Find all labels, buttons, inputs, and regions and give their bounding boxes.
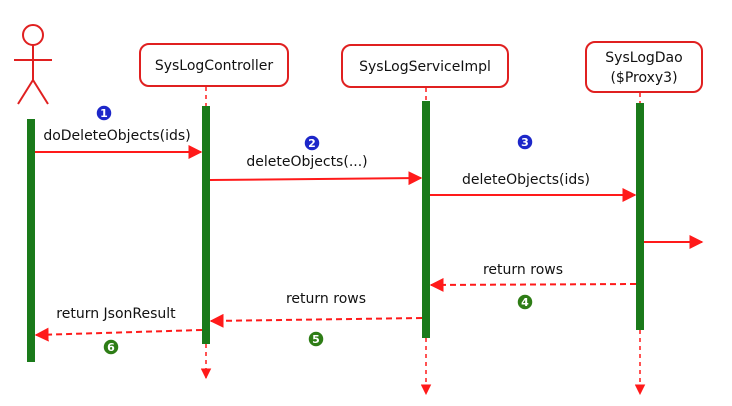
message-label-m4: return rows — [483, 262, 563, 278]
stick-figure-icon — [14, 24, 52, 105]
message-arrows — [34, 145, 704, 342]
step-badge-5-number: 5 — [312, 333, 320, 346]
activation-actor — [27, 119, 35, 362]
lifelines — [200, 87, 646, 396]
participant-controller: SysLogController — [139, 43, 289, 87]
activation-bars — [27, 101, 644, 362]
step-badge-5: 5 — [307, 330, 325, 348]
activation-dao — [636, 103, 644, 330]
step-badge-3: 3 — [516, 133, 534, 151]
participant-dao-label-line1: SysLogDao — [605, 50, 682, 66]
participant-dao: SysLogDao ($Proxy3) — [585, 41, 703, 93]
arrow-m4 — [429, 277, 637, 292]
message-label-m6: return JsonResult — [56, 306, 176, 322]
arrow-m5 — [209, 313, 423, 328]
participant-dao-label-line2: ($Proxy3) — [610, 70, 677, 86]
participant-controller-label: SysLogController — [155, 58, 274, 74]
message-label-m5: return rows — [286, 291, 366, 307]
arrow-m2 — [209, 171, 423, 186]
step-badge-6-number: 6 — [107, 341, 115, 354]
step-badge-2-number: 2 — [308, 137, 316, 150]
participant-service: SysLogServiceImpl — [341, 44, 509, 88]
step-badge-4: 4 — [516, 293, 534, 311]
step-badge-2: 2 — [303, 134, 321, 152]
step-badge-6: 6 — [102, 338, 120, 356]
step-badge-1: 1 — [95, 104, 113, 122]
message-label-m1: doDeleteObjects(ids) — [43, 128, 190, 144]
step-badge-1-number: 1 — [100, 107, 108, 120]
arrow-m6 — [34, 327, 203, 342]
activation-service — [422, 101, 430, 338]
participant-service-label: SysLogServiceImpl — [359, 59, 491, 75]
message-label-m3: deleteObjects(ids) — [462, 172, 590, 188]
message-label-m2: deleteObjects(...) — [246, 154, 367, 170]
step-badge-4-number: 4 — [521, 296, 529, 309]
step-badge-3-number: 3 — [521, 136, 529, 149]
activation-controller — [202, 106, 210, 344]
